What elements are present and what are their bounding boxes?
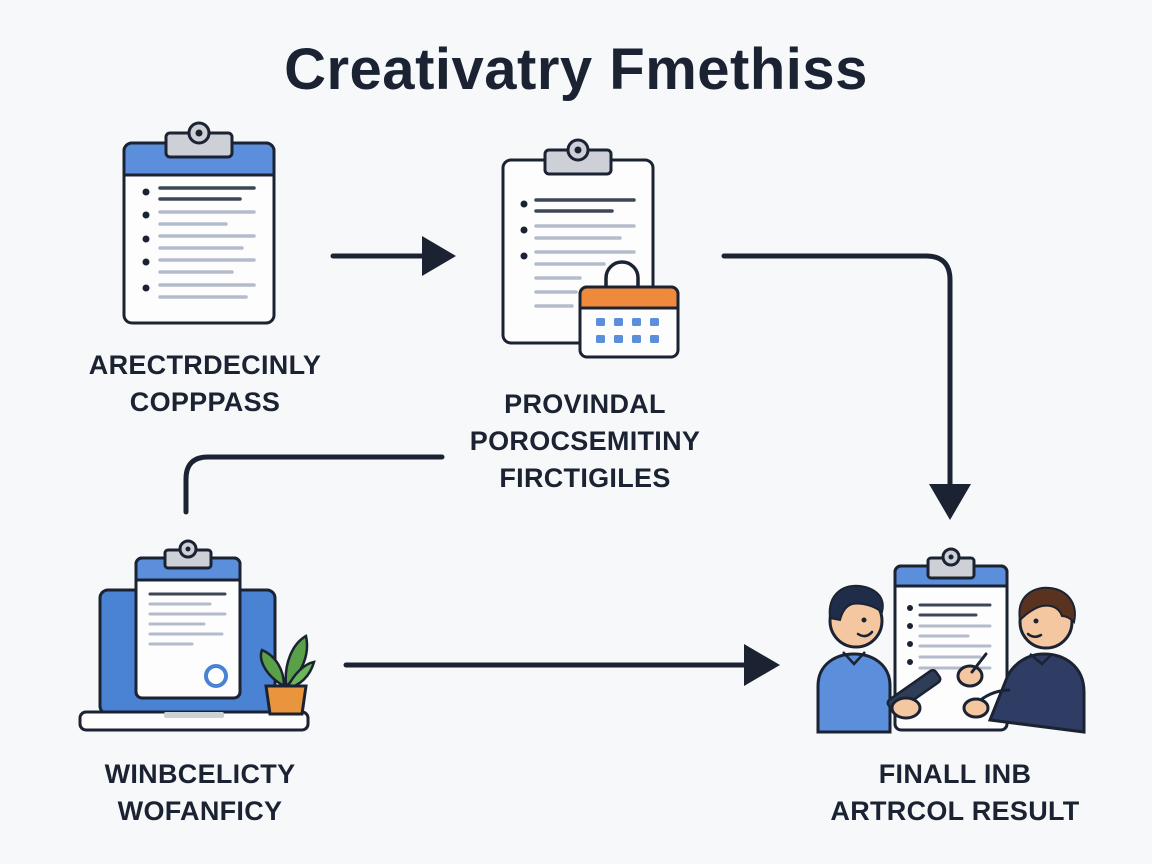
step-1-label-line-1: ARECTRDECINLY xyxy=(88,350,322,380)
arrow-step3-to-step4 xyxy=(343,644,780,686)
arrow-step2-to-step4 xyxy=(721,253,971,520)
step-2-label: PROVINDAL POROCSEMITINY FIRCTIGILES xyxy=(440,386,730,497)
person-right-icon xyxy=(956,586,1086,734)
diagram-title: Creativatry Fmethiss xyxy=(284,37,868,102)
step-1-label-line-2: COPPPASS xyxy=(129,387,281,417)
step-2-label-line-3: FIRCTIGILES xyxy=(499,463,671,493)
step-4-label-line-1: FINALL INB xyxy=(878,759,1032,789)
step-4-label: FINALL INB ARTRCOL RESULT xyxy=(800,756,1110,830)
step-2-label-line-1: PROVINDAL xyxy=(504,389,666,419)
person-left-icon xyxy=(816,584,942,734)
plant-icon xyxy=(259,634,316,716)
step-3-label-line-1: WINBCELICTY xyxy=(104,759,296,789)
people-collaborating-icon xyxy=(816,547,1086,734)
step-3-label-line-2: WOFANFICY xyxy=(117,796,283,826)
laptop-clipboard-icon xyxy=(78,539,316,732)
clipboard-calendar-icon xyxy=(501,138,680,359)
step-3-label: WINBCELICTY WOFANFICY xyxy=(60,756,340,830)
step-4-label-line-2: ARTRCOL RESULT xyxy=(830,796,1080,826)
connector-step2-to-step3 xyxy=(183,454,445,515)
clipboard-checklist-icon xyxy=(122,121,276,325)
calendar-icon xyxy=(578,260,680,359)
step-1-label: ARECTRDECINLY COPPPASS xyxy=(60,347,350,421)
step-2-label-line-2: POROCSEMITINY xyxy=(469,426,701,456)
arrow-step1-to-step2 xyxy=(330,236,456,276)
